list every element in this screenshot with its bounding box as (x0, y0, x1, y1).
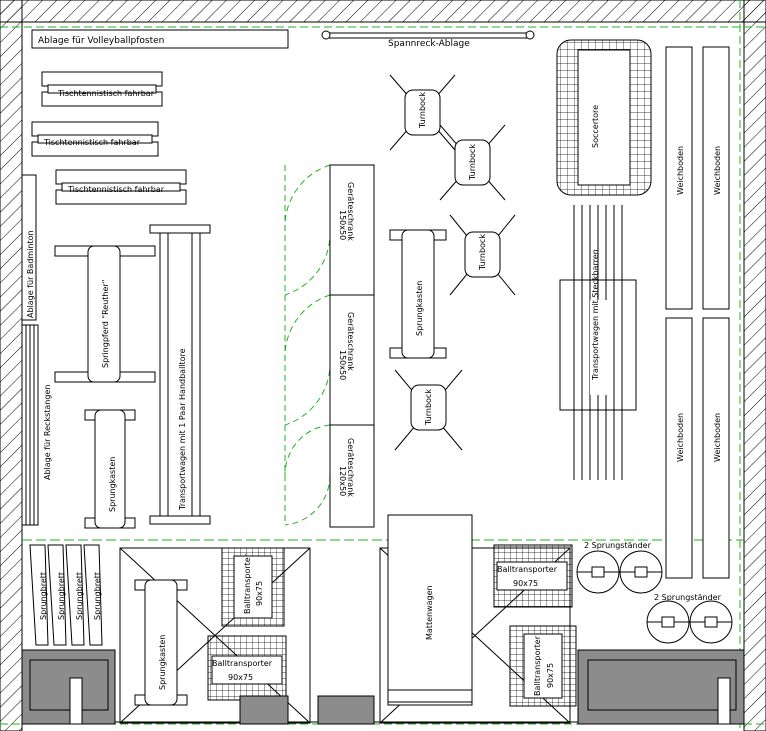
ball-cart-4: Balltransporter 90x75 (509, 625, 577, 707)
svg-text:90x75: 90x75 (546, 663, 555, 688)
door-swings (284, 164, 331, 526)
svg-text:Sprungkasten: Sprungkasten (415, 281, 424, 336)
equipment-cabinet-3: Geräteschrank 120x50 (329, 424, 375, 528)
ball-cart-1: Balltransporter 90x75 (221, 547, 285, 627)
volleyball-post-storage: Ablage für Volleyballpfosten (31, 29, 289, 49)
svg-text:Tischtennistisch fahrbar: Tischtennistisch fahrbar (67, 185, 165, 194)
svg-text:Weichboden: Weichboden (676, 413, 685, 462)
table-tennis-table-2: Tischtennistisch fahrbar (31, 121, 159, 157)
svg-text:Geräteschrank: Geräteschrank (346, 182, 355, 241)
bar-storage: Ablage für Reckstangen (21, 324, 52, 526)
ball-cart-2: Balltransporter 90x75 (207, 635, 287, 701)
springboards: Sprungbrett Sprungbrett Sprungbrett Spru… (29, 544, 103, 646)
svg-text:Spannreck-Ablage: Spannreck-Ablage (388, 39, 470, 49)
svg-text:Ablage für Volleyballpfosten: Ablage für Volleyballpfosten (38, 36, 164, 46)
svg-text:Transportwagen mit Steckbarren: Transportwagen mit Steckbarren (591, 249, 600, 381)
svg-text:Balltransporter: Balltransporter (243, 553, 252, 614)
soft-mat-1: Weichboden (665, 46, 693, 310)
svg-text:Sprungkasten: Sprungkasten (158, 635, 167, 690)
svg-text:Tischtennistisch fahrbar: Tischtennistisch fahrbar (43, 138, 141, 147)
soft-mat-3: Weichboden (665, 317, 693, 579)
pommel-stool-4: Turnbock (394, 369, 463, 451)
badminton-storage: Ablage für Badminton (21, 174, 37, 321)
svg-text:Springpferd "Reuther": Springpferd "Reuther" (101, 280, 110, 368)
svg-text:150x50: 150x50 (338, 210, 347, 240)
svg-text:90x75: 90x75 (228, 673, 253, 682)
pommel-stool-3: Turnbock (449, 214, 516, 296)
svg-text:Sprungbrett: Sprungbrett (93, 572, 102, 620)
svg-text:Turnbock: Turnbock (468, 144, 477, 181)
svg-text:Sprungbrett: Sprungbrett (39, 572, 48, 620)
svg-text:Ablage für Badminton: Ablage für Badminton (26, 230, 35, 318)
svg-text:Turnbock: Turnbock (478, 234, 487, 271)
concrete-pier-mid-1 (239, 695, 289, 725)
vaulting-box-1: Sprungkasten (84, 409, 136, 529)
concrete-pier-right (577, 649, 745, 725)
svg-text:Turnbock: Turnbock (418, 92, 427, 129)
svg-text:Geräteschrank: Geräteschrank (346, 438, 355, 497)
svg-text:Balltransporter: Balltransporter (497, 565, 558, 574)
high-jump-stands-1: 2 Sprungständer (576, 541, 663, 594)
vaulting-box-3: Sprungkasten (134, 579, 188, 706)
vaulting-box-2: Sprungkasten (389, 229, 447, 359)
handball-goal-trolley: Transportwagen mit 1 Paar Handballtore (149, 224, 211, 525)
soccer-goals: Soccertore (556, 39, 652, 196)
concrete-pier-left (21, 649, 116, 725)
svg-text:Weichboden: Weichboden (713, 146, 722, 195)
svg-text:Sprungkasten: Sprungkasten (108, 457, 117, 512)
high-jump-stands-2: 2 Sprungständer (646, 593, 733, 644)
pommel-stool-2: Turnbock (439, 124, 506, 201)
concrete-pier-mid-2 (317, 695, 375, 725)
svg-text:Ablage für Reckstangen: Ablage für Reckstangen (43, 385, 52, 480)
table-tennis-table-3: Tischtennistisch fahrbar (55, 169, 187, 205)
svg-text:Weichboden: Weichboden (713, 413, 722, 462)
svg-text:Tischtennistisch fahrbar: Tischtennistisch fahrbar (57, 89, 155, 98)
parallel-bars-trolley: Transportwagen mit Steckbarren (559, 205, 637, 480)
svg-text:2 Sprungständer: 2 Sprungständer (654, 593, 722, 602)
svg-text:Turnbock: Turnbock (424, 389, 433, 426)
pommel-stool-1: Turnbock (389, 74, 456, 151)
svg-text:Transportwagen mit 1 Paar Hand: Transportwagen mit 1 Paar Handballtore (178, 348, 187, 511)
ball-cart-3: Balltransporter 90x75 (493, 544, 573, 608)
vaulting-horse: Springpferd "Reuther" (54, 245, 156, 383)
svg-text:Weichboden: Weichboden (676, 146, 685, 195)
svg-text:Soccertore: Soccertore (591, 105, 600, 148)
svg-text:Balltransporter: Balltransporter (212, 659, 273, 668)
svg-text:90x75: 90x75 (255, 581, 264, 606)
svg-text:Geräteschrank: Geräteschrank (346, 312, 355, 371)
svg-text:2 Sprungständer: 2 Sprungständer (584, 541, 652, 550)
svg-text:90x75: 90x75 (513, 579, 538, 588)
equipment-cabinet-1: Geräteschrank 150x50 (329, 164, 375, 296)
svg-text:Mattenwagen: Mattenwagen (425, 585, 434, 640)
svg-text:Sprungbrett: Sprungbrett (75, 572, 84, 620)
soft-mat-2: Weichboden (702, 46, 730, 310)
svg-text:120x50: 120x50 (338, 466, 347, 496)
svg-text:Balltransporter: Balltransporter (533, 635, 542, 696)
svg-text:Sprungbrett: Sprungbrett (57, 572, 66, 620)
svg-text:150x50: 150x50 (338, 350, 347, 380)
soft-mat-4: Weichboden (702, 317, 730, 579)
horizontal-bar-storage: Spannreck-Ablage (321, 30, 535, 49)
equipment-cabinet-2: Geräteschrank 150x50 (329, 294, 375, 426)
table-tennis-table-1: Tischtennistisch fahrbar (41, 71, 163, 107)
